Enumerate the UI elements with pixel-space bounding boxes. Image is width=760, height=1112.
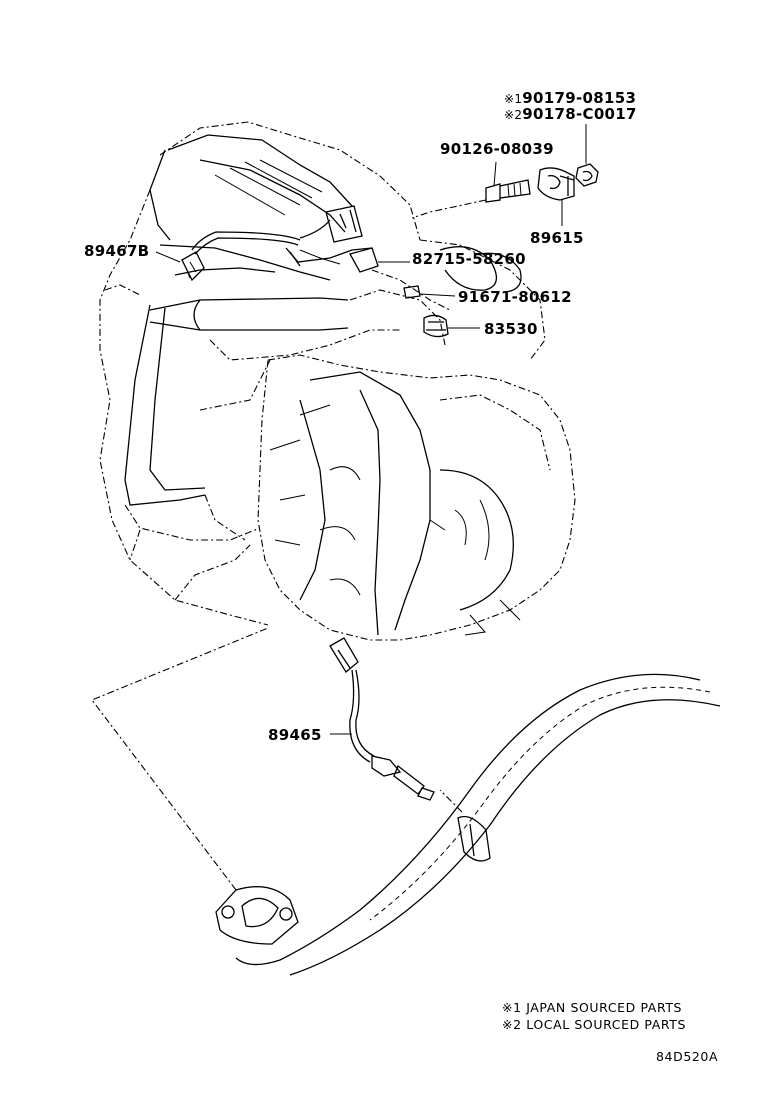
part-number-bolt-local: 90178-C0017 — [522, 105, 637, 123]
part-number-upper-oxygen-sensor: 89467B — [84, 242, 150, 260]
oil-pressure-switch-assembly — [349, 247, 480, 338]
part-number-knock-sensor: 89615 — [530, 229, 584, 247]
note-japan-sourced: ※1 JAPAN SOURCED PARTS — [502, 1000, 682, 1016]
part-number-lower-oxygen-sensor: 89465 — [268, 726, 322, 744]
note-local-sourced: ※2 LOCAL SOURCED PARTS — [502, 1017, 686, 1033]
callout-bolt-note2: ※290178-C0017 — [504, 105, 637, 124]
harness-line — [371, 269, 451, 311]
figure-code: 84D520A — [656, 1049, 719, 1064]
japan-mark: ※1 — [504, 92, 523, 106]
part-number-oil-pressure-switch: 83530 — [484, 320, 538, 338]
part-number-bolt-japan: 90179-08153 — [522, 89, 637, 107]
sensor-wire — [299, 249, 341, 265]
part-number-bolt-bracket: 91671-80612 — [458, 288, 572, 306]
part-number-stud-bolt: 90126-08039 — [440, 140, 554, 158]
transmission — [257, 354, 576, 641]
exhaust-pipe — [91, 627, 721, 976]
local-mark: ※2 — [504, 108, 523, 122]
engine-block — [99, 121, 546, 626]
note2-text: LOCAL SOURCED PARTS — [526, 1017, 687, 1032]
part-number-bracket: 82715-58260 — [412, 250, 526, 268]
knock-sensor-assembly — [411, 124, 599, 226]
note1-text: JAPAN SOURCED PARTS — [526, 1000, 683, 1015]
upper-oxygen-sensor — [155, 205, 373, 282]
lower-oxygen-sensor — [329, 637, 435, 801]
callout-bolt-note1: ※190179-08153 — [504, 89, 636, 108]
note1-mark: ※1 — [502, 1000, 522, 1015]
note2-mark: ※2 — [502, 1017, 522, 1032]
